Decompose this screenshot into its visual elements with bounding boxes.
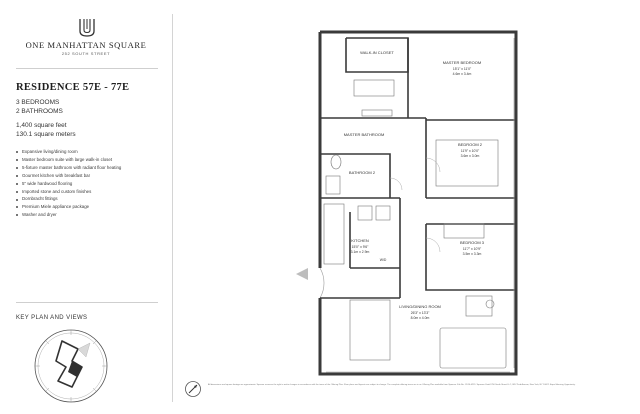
kitchen-dims: 15'0" x 9'6" — [352, 245, 370, 249]
feature-item: Washer and dryer — [16, 211, 121, 219]
feature-item: 5-fixture master bathroom with radiant f… — [16, 164, 121, 172]
bedroom-3-metric: 3.5m x 3.3m — [463, 252, 482, 256]
view-wedge — [77, 342, 91, 358]
exterior-walls — [318, 30, 518, 376]
bedroom-2-label: BEDROOM 2 — [458, 142, 483, 147]
living-dining-metric: 8.0m x 4.0m — [411, 316, 430, 320]
master-bedroom-metric: 4.6m x 3.4m — [453, 72, 472, 76]
bedroom-count: 3 BEDROOMS — [16, 99, 60, 106]
living-dining-dims: 26'3" x 13'3" — [411, 311, 430, 315]
bedroom-2-metric: 3.6m x 3.0m — [461, 154, 480, 158]
feature-item: Master bedroom suite with large walk-in … — [16, 156, 121, 164]
key-plan-title: KEY PLAN AND VIEWS — [16, 315, 88, 321]
building-footprint — [55, 340, 83, 388]
divider — [16, 302, 158, 303]
walk-in-closet-label: WALK-IN CLOSET — [360, 50, 394, 55]
area-info: 1,400 square feet 130.1 square meters — [16, 122, 76, 139]
square-feet: 1,400 square feet — [16, 122, 67, 129]
brand-address: 252 SOUTH STREET — [61, 51, 111, 56]
feature-item: Premium Miele appliance package — [16, 203, 121, 211]
feature-item: Dornbracht fittings — [16, 195, 121, 203]
legal-disclaimer: All dimensions and square footage are ap… — [208, 384, 576, 386]
brand-title: ONE MANHATTAN SQUARE — [25, 40, 147, 50]
feature-item: Expansive living/dining room — [16, 148, 121, 156]
bedroom-3-dims: 11'7" x 10'9" — [463, 247, 482, 251]
key-plan-diagram — [34, 329, 108, 403]
floor-plan: WALK-IN CLOSET MASTER BEDROOM 15'1" x 11… — [296, 30, 518, 376]
entry-arrow-icon — [296, 268, 308, 280]
living-dining-label: LIVING/DINING ROOM — [399, 304, 441, 309]
interior-walls — [320, 37, 516, 299]
north-arrow-icon — [185, 381, 201, 397]
master-bedroom-label: MASTER BEDROOM — [443, 60, 481, 65]
bedroom-3-label: BEDROOM 3 — [460, 240, 485, 245]
bedroom-doors — [389, 157, 441, 253]
master-bedroom-dims: 15'1" x 11'0" — [453, 67, 472, 71]
divider — [16, 68, 158, 69]
fixtures — [323, 79, 507, 369]
info-panel: ONE MANHATTAN SQUARE 252 SOUTH STREET RE… — [0, 0, 172, 414]
residence-title: RESIDENCE 57E - 77E — [16, 82, 130, 93]
bedroom-2-dims: 11'9" x 10'0" — [461, 149, 480, 153]
unit-highlight — [68, 361, 82, 377]
feature-item: Gourmet kitchen with breakfast bar — [16, 172, 121, 180]
master-bathroom-label: MASTER BATHROOM — [344, 132, 385, 137]
room-counts: 3 BEDROOMS 2 BATHROOMS — [16, 99, 63, 116]
square-meters: 130.1 square meters — [16, 130, 76, 138]
kitchen-metric: 3.1m x 2.9m — [351, 250, 370, 254]
kitchen-label: KITCHEN — [351, 238, 369, 243]
feature-item: 5" wide hardwood flooring — [16, 180, 121, 188]
feature-list: Expansive living/dining room Master bedr… — [16, 148, 121, 219]
bathroom-2-label: BATHROOM 2 — [349, 170, 376, 175]
brand-logo-icon — [79, 19, 95, 37]
glazing — [326, 38, 515, 373]
entry-door — [319, 267, 325, 299]
laundry-label: W/D — [380, 258, 387, 262]
bathroom-count: 2 BATHROOMS — [16, 107, 63, 115]
feature-item: Imported stone and custom finishes — [16, 188, 121, 196]
panel-divider — [172, 14, 173, 402]
